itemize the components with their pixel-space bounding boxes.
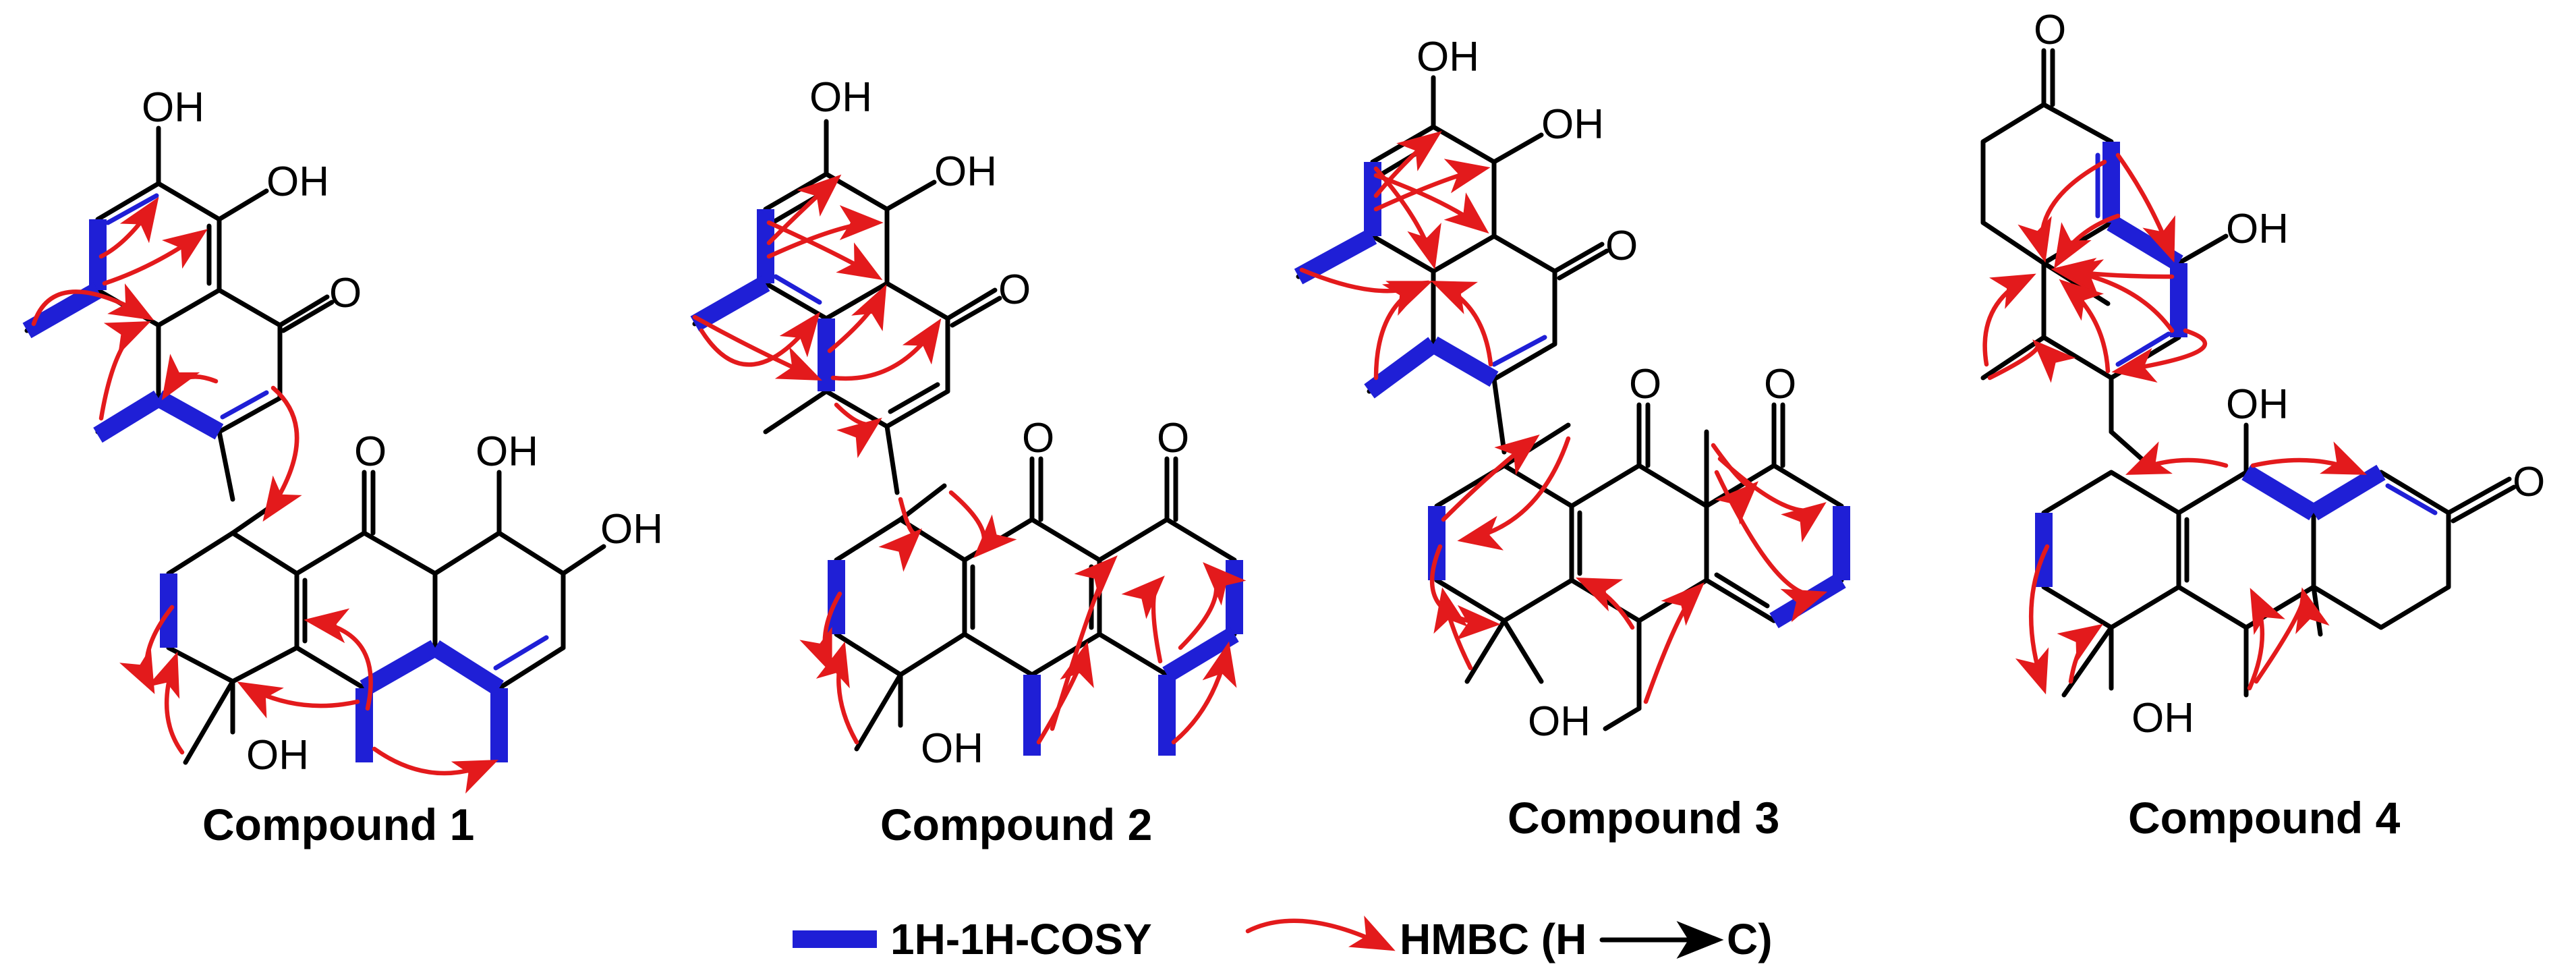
- c1-caption: Compound 1: [202, 800, 474, 849]
- legend-hmbc-label: HMBC (H: [1400, 915, 1586, 963]
- legend-cosy-label: 1H-1H-COSY: [890, 915, 1152, 963]
- compound-2-labels: OH OH O O O OH Compound 2: [809, 74, 1189, 849]
- c1-label-oh-3: OH: [476, 428, 538, 475]
- c3-label-o-1: O: [1605, 223, 1638, 269]
- c1-label-o-1: O: [329, 270, 362, 316]
- c3-label-o-2: O: [1629, 361, 1661, 408]
- c1-label-o-2: O: [354, 428, 387, 475]
- c2-label-oh-3: OH: [921, 725, 983, 772]
- c2-label-oh-2: OH: [934, 148, 997, 195]
- compound-4-labels: O OH OH O OH Compound 4: [2034, 7, 2545, 843]
- c2-label-o-1: O: [998, 267, 1031, 313]
- compound-3-hmbc: [1299, 131, 1828, 704]
- compound-4-cosy: [2035, 142, 2386, 587]
- c2-label-o-2: O: [1022, 415, 1054, 461]
- c4-label-oh-2: OH: [2226, 381, 2289, 428]
- c1-label-oh-4: OH: [600, 506, 663, 553]
- c2-caption: Compound 2: [880, 800, 1152, 849]
- c3-label-o-3: O: [1764, 361, 1796, 408]
- compound-4-structure: [1980, 48, 2517, 698]
- compound-2-hmbc: [692, 174, 1247, 745]
- c3-caption: Compound 3: [1508, 793, 1779, 843]
- c1-label-oh-2: OH: [266, 159, 329, 205]
- compound-2-structure: [692, 119, 1237, 752]
- c3-label-oh-1: OH: [1416, 34, 1479, 80]
- c4-label-oh-1: OH: [2226, 206, 2289, 252]
- c3-label-oh-3: OH: [1528, 698, 1591, 745]
- c2-label-oh-1: OH: [809, 74, 872, 121]
- compound-1-hmbc: [31, 196, 498, 794]
- compound-3-cosy: [1294, 162, 1850, 629]
- compound-1-cosy: [22, 219, 508, 762]
- c4-label-oh-3: OH: [2131, 695, 2194, 742]
- c2-label-o-3: O: [1157, 415, 1189, 461]
- c4-caption: Compound 4: [2128, 793, 2401, 843]
- compound-3-labels: OH OH O O O OH Compound 3: [1416, 34, 1796, 843]
- c1-label-oh-1: OH: [142, 84, 204, 131]
- legend-hmbc-target: C): [1727, 915, 1773, 963]
- c3-label-oh-2: OH: [1541, 101, 1604, 148]
- legend-hmbc-arrow: [1245, 916, 1396, 951]
- c4-label-o-1: O: [2034, 7, 2066, 53]
- c4-label-o-2: O: [2513, 459, 2545, 505]
- compound-4-hmbc: [1982, 152, 2367, 695]
- c1-label-oh-5: OH: [246, 732, 309, 779]
- legend: 1H-1H-COSY HMBC (H C): [793, 915, 1773, 963]
- compound-1-labels: OH OH O O OH OH OH Compound 1: [142, 84, 663, 849]
